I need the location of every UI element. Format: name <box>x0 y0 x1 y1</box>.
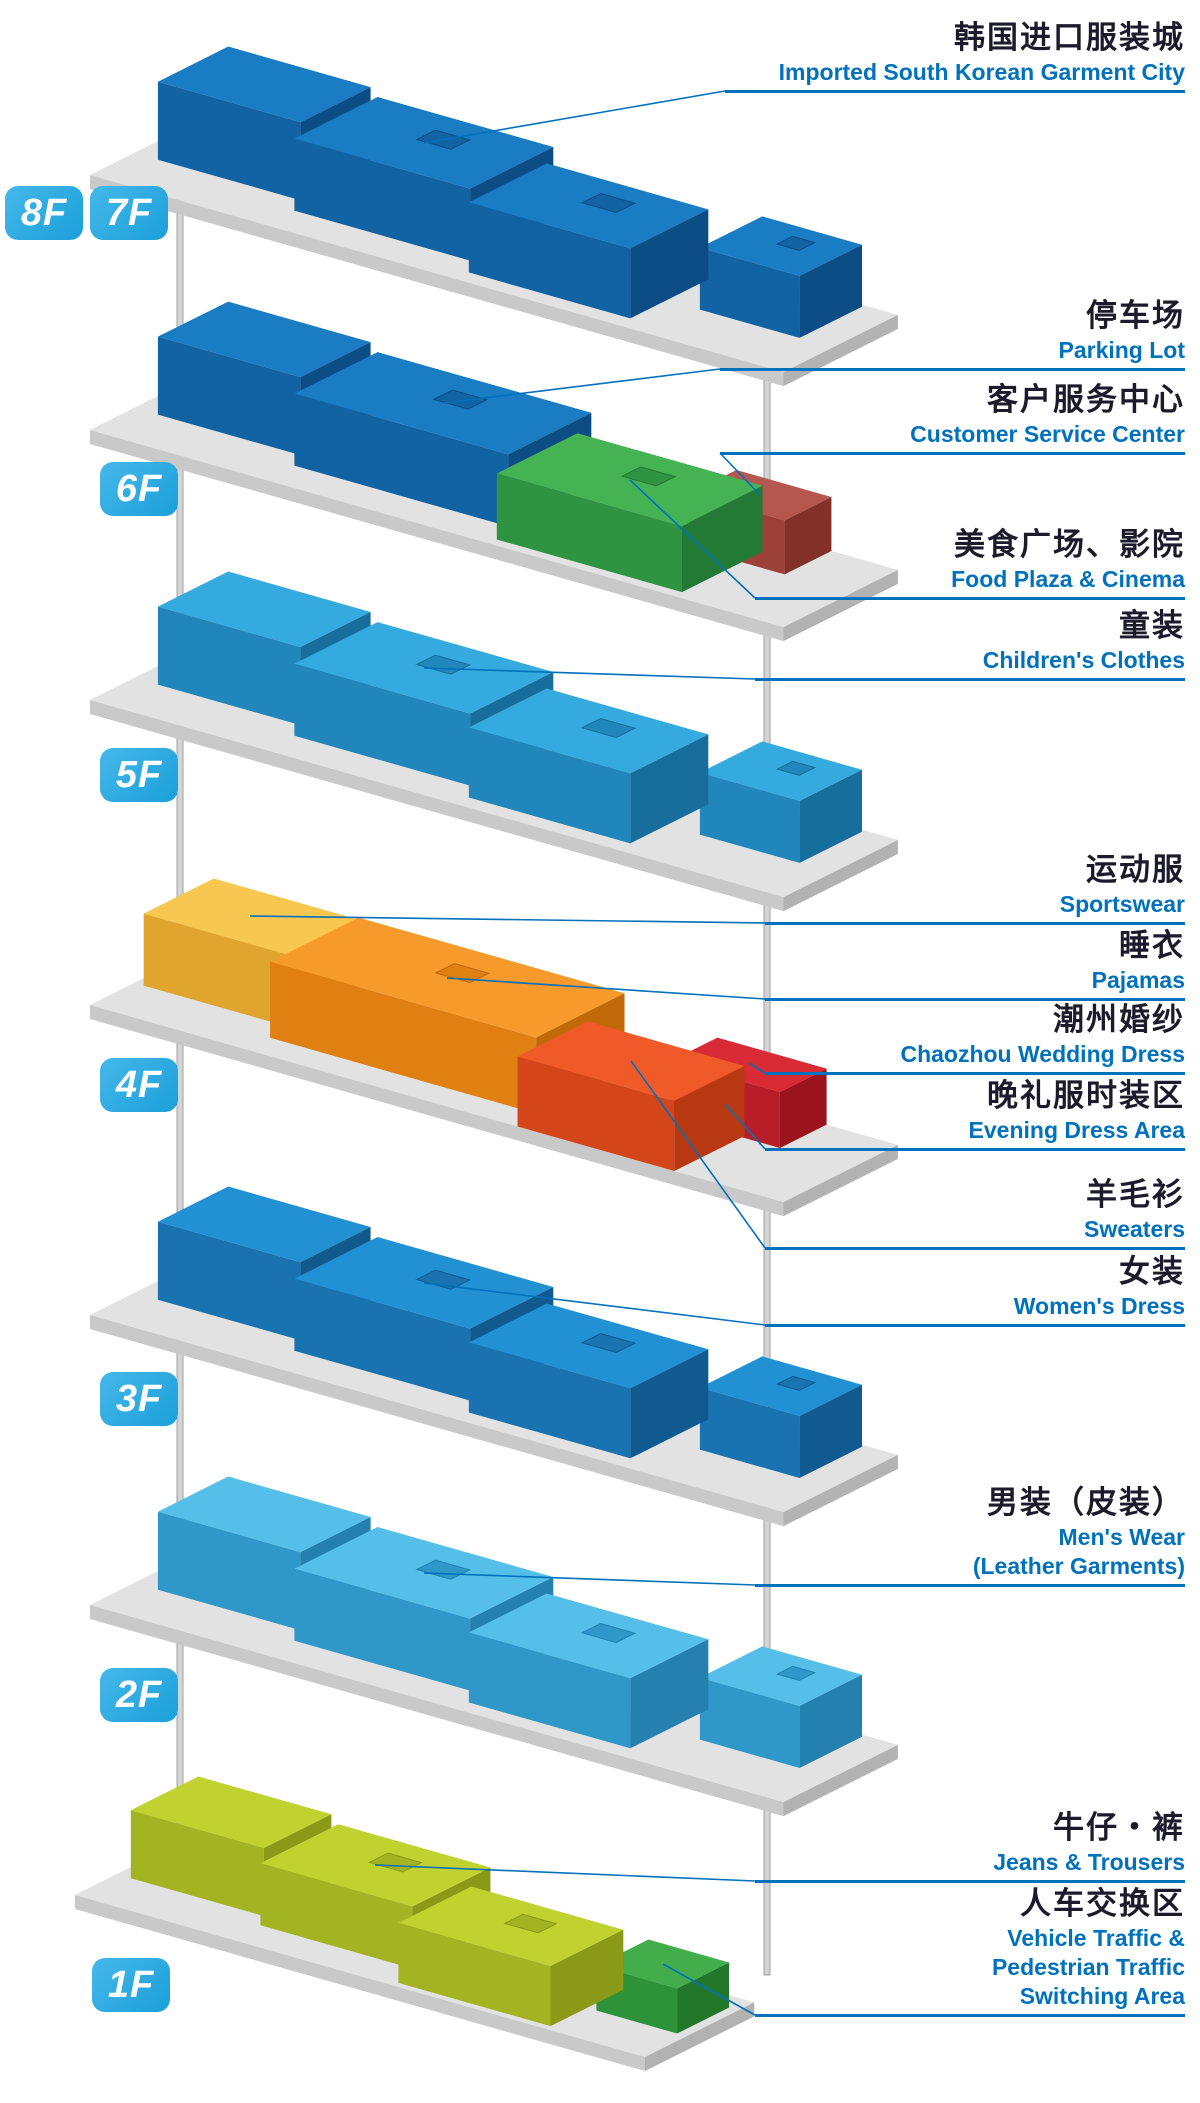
annotation-parking-lot-zh: 停车场 <box>1086 298 1185 333</box>
annotation-sweaters-en: Sweaters <box>1083 1216 1185 1242</box>
annotation-womens-dress-zh: 女装 <box>1119 1254 1185 1289</box>
floor-badge-8f: 8F <box>5 186 83 240</box>
annotation-garment-city-en: Imported South Korean Garment City <box>778 59 1185 85</box>
annotation-customer-service-zh: 客户服务中心 <box>987 382 1185 417</box>
annotation-wedding-dress: 潮州婚纱 Chaozhou Wedding Dress <box>765 1000 1185 1075</box>
annotation-childrens-clothes: 童装 Children's Clothes <box>755 606 1185 681</box>
annotation-pajamas-zh: 睡衣 <box>1119 928 1185 963</box>
floor-badge-6f: 6F <box>100 462 178 516</box>
annotation-sweaters: 羊毛衫 Sweaters <box>765 1175 1185 1250</box>
annotation-evening-dress: 晚礼服时装区 Evening Dress Area <box>765 1076 1185 1151</box>
annotation-sweaters-zh: 羊毛衫 <box>1086 1177 1185 1212</box>
annotation-jeans-trousers: 牛仔・裤 Jeans & Trousers <box>755 1808 1185 1883</box>
annotation-wedding-dress-en: Chaozhou Wedding Dress <box>900 1041 1185 1067</box>
annotation-parking-lot: 停车场 Parking Lot <box>720 296 1185 371</box>
annotation-childrens-clothes-zh: 童装 <box>1119 608 1185 643</box>
annotation-garment-city: 韩国进口服装城 Imported South Korean Garment Ci… <box>725 18 1185 93</box>
floor-6f <box>90 301 898 642</box>
floor-5f <box>90 571 898 912</box>
annotation-jeans-trousers-zh: 牛仔・裤 <box>1053 1810 1185 1845</box>
annotation-pajamas-en: Pajamas <box>1091 967 1185 993</box>
annotation-sportswear-en: Sportswear <box>1059 891 1185 917</box>
annotation-sportswear-zh: 运动服 <box>1086 852 1185 887</box>
annotation-womens-dress-en: Women's Dress <box>1013 1293 1185 1319</box>
annotation-food-plaza-en: Food Plaza & Cinema <box>951 566 1185 592</box>
annotation-switching-area-en: Vehicle Traffic & Pedestrian Traffic Swi… <box>991 1925 1185 2009</box>
annotation-mens-wear-en: Men's Wear (Leather Garments) <box>972 1524 1185 1579</box>
floor-badge-1f: 1F <box>92 1958 170 2012</box>
floor-2f <box>90 1476 898 1817</box>
floor-badge-7f: 7F <box>90 186 168 240</box>
floor-badge-2f: 2F <box>100 1668 178 1722</box>
annotation-mens-wear: 男装（皮装） Men's Wear (Leather Garments) <box>755 1483 1185 1587</box>
annotation-food-plaza: 美食广场、影院 Food Plaza & Cinema <box>755 525 1185 600</box>
annotation-customer-service: 客户服务中心 Customer Service Center <box>720 380 1185 455</box>
floor-badge-3f: 3F <box>100 1372 178 1426</box>
annotation-parking-lot-en: Parking Lot <box>1058 337 1185 363</box>
floor-7f <box>90 46 898 387</box>
annotation-jeans-trousers-en: Jeans & Trousers <box>993 1849 1185 1875</box>
floor-badge-4f: 4F <box>100 1058 178 1112</box>
leader-lines <box>249 90 766 2016</box>
annotation-food-plaza-zh: 美食广场、影院 <box>954 527 1185 562</box>
floor-1f <box>75 1776 755 2071</box>
annotation-evening-dress-en: Evening Dress Area <box>968 1117 1185 1143</box>
annotation-evening-dress-zh: 晚礼服时装区 <box>987 1078 1185 1113</box>
annotation-pajamas: 睡衣 Pajamas <box>765 926 1185 1001</box>
annotation-mens-wear-zh: 男装（皮装） <box>987 1485 1185 1520</box>
floor-3f <box>90 1186 898 1527</box>
annotation-garment-city-zh: 韩国进口服装城 <box>954 20 1185 55</box>
annotation-switching-area: 人车交换区 Vehicle Traffic & Pedestrian Traff… <box>755 1884 1185 2017</box>
annotation-childrens-clothes-en: Children's Clothes <box>982 647 1185 673</box>
floor-badge-5f: 5F <box>100 748 178 802</box>
annotation-customer-service-en: Customer Service Center <box>910 421 1185 447</box>
annotation-sportswear: 运动服 Sportswear <box>765 850 1185 925</box>
annotation-wedding-dress-zh: 潮州婚纱 <box>1053 1002 1185 1037</box>
annotation-womens-dress: 女装 Women's Dress <box>765 1252 1185 1327</box>
annotation-switching-area-zh: 人车交换区 <box>1020 1886 1185 1921</box>
